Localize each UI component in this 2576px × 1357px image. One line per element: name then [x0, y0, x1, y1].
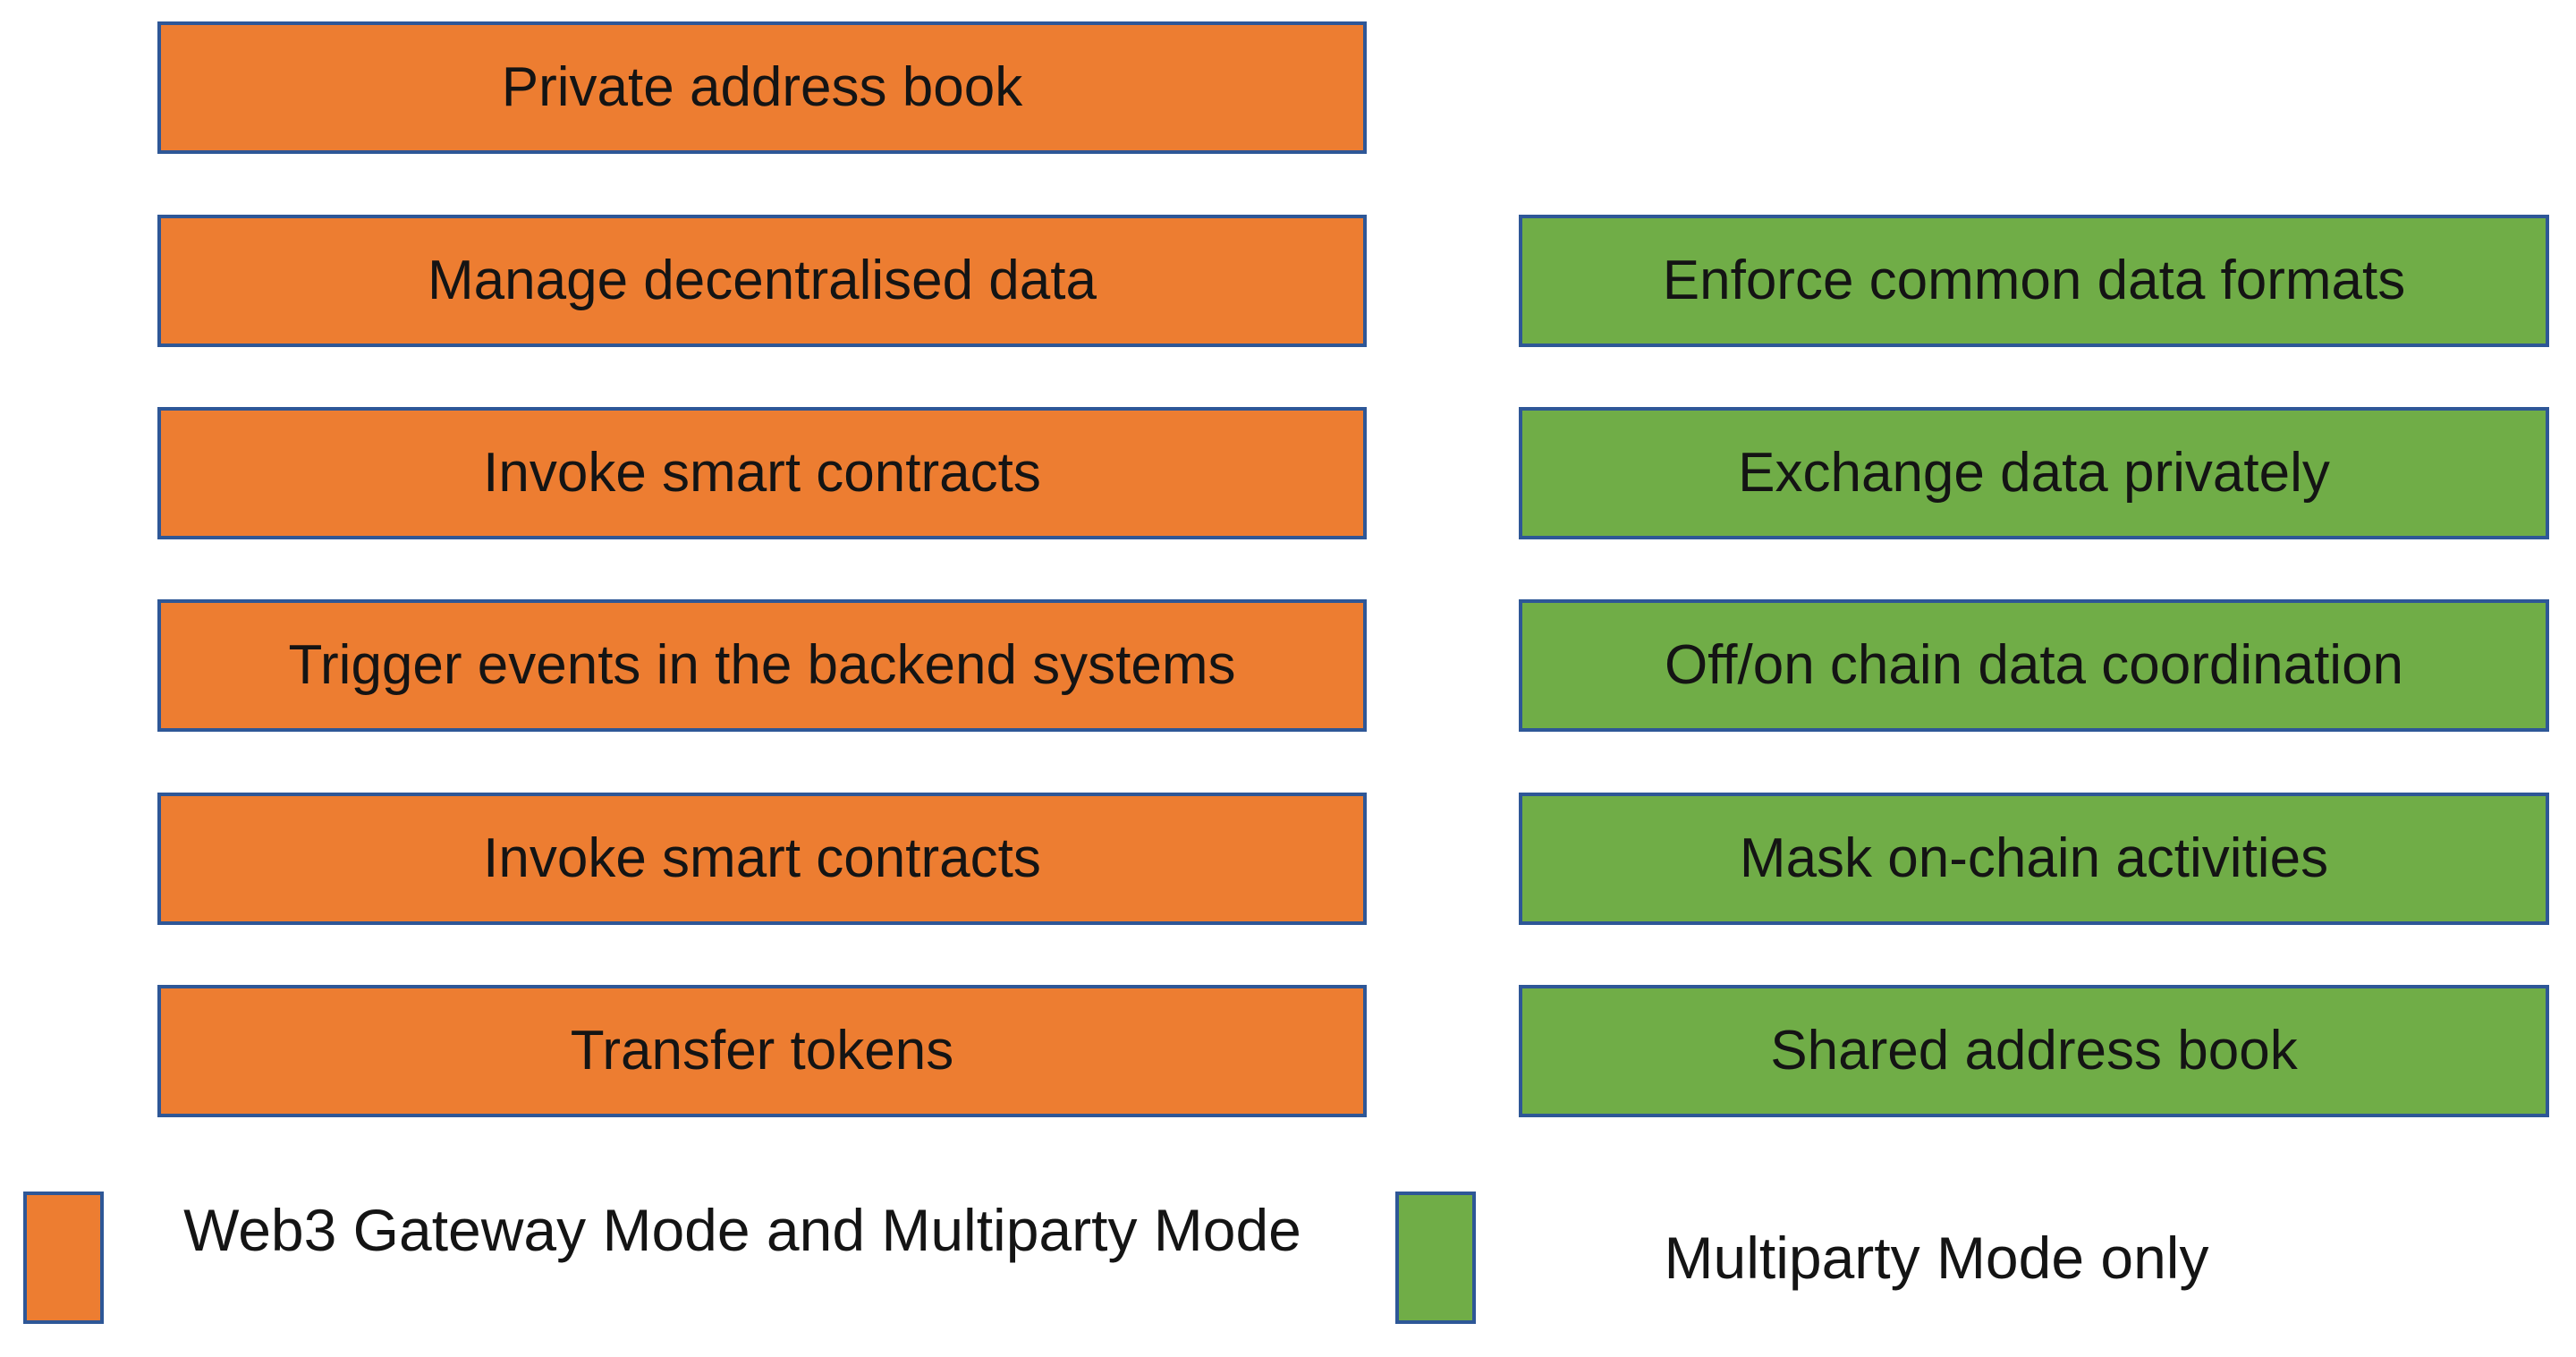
feature-box-enforce-common-data-formats: Enforce common data formats: [1519, 215, 2549, 347]
feature-box-transfer-tokens: Transfer tokens: [157, 985, 1367, 1117]
legend-label-green: Multiparty Mode only: [1664, 1225, 2209, 1291]
legend-label-orange: Web3 Gateway Mode and Multiparty Mode: [183, 1197, 1301, 1263]
feature-box-private-address-book: Private address book: [157, 21, 1367, 154]
feature-box-label: Exchange data privately: [1738, 441, 2330, 504]
legend-swatch-green: [1395, 1192, 1476, 1324]
feature-box-invoke-smart-contracts-1: Invoke smart contracts: [157, 407, 1367, 539]
feature-box-label: Manage decentralised data: [428, 249, 1097, 311]
feature-box-label: Trigger events in the backend systems: [288, 633, 1236, 696]
feature-box-label: Shared address book: [1770, 1019, 2298, 1081]
feature-box-exchange-data-privately: Exchange data privately: [1519, 407, 2549, 539]
feature-box-label: Private address book: [501, 55, 1023, 118]
feature-box-label: Enforce common data formats: [1662, 249, 2406, 311]
feature-box-manage-decentralised-data: Manage decentralised data: [157, 215, 1367, 347]
feature-box-label: Invoke smart contracts: [483, 827, 1041, 889]
feature-box-mask-on-chain-activities: Mask on-chain activities: [1519, 793, 2549, 925]
feature-box-label: Invoke smart contracts: [483, 441, 1041, 504]
feature-box-invoke-smart-contracts-2: Invoke smart contracts: [157, 793, 1367, 925]
feature-box-label: Mask on-chain activities: [1739, 827, 2329, 889]
feature-box-shared-address-book: Shared address book: [1519, 985, 2549, 1117]
feature-box-off-on-chain-data-coordination: Off/on chain data coordination: [1519, 599, 2549, 732]
feature-box-trigger-events: Trigger events in the backend systems: [157, 599, 1367, 732]
legend-swatch-orange: [23, 1192, 104, 1324]
feature-box-label: Off/on chain data coordination: [1664, 633, 2404, 696]
feature-box-label: Transfer tokens: [570, 1019, 954, 1081]
